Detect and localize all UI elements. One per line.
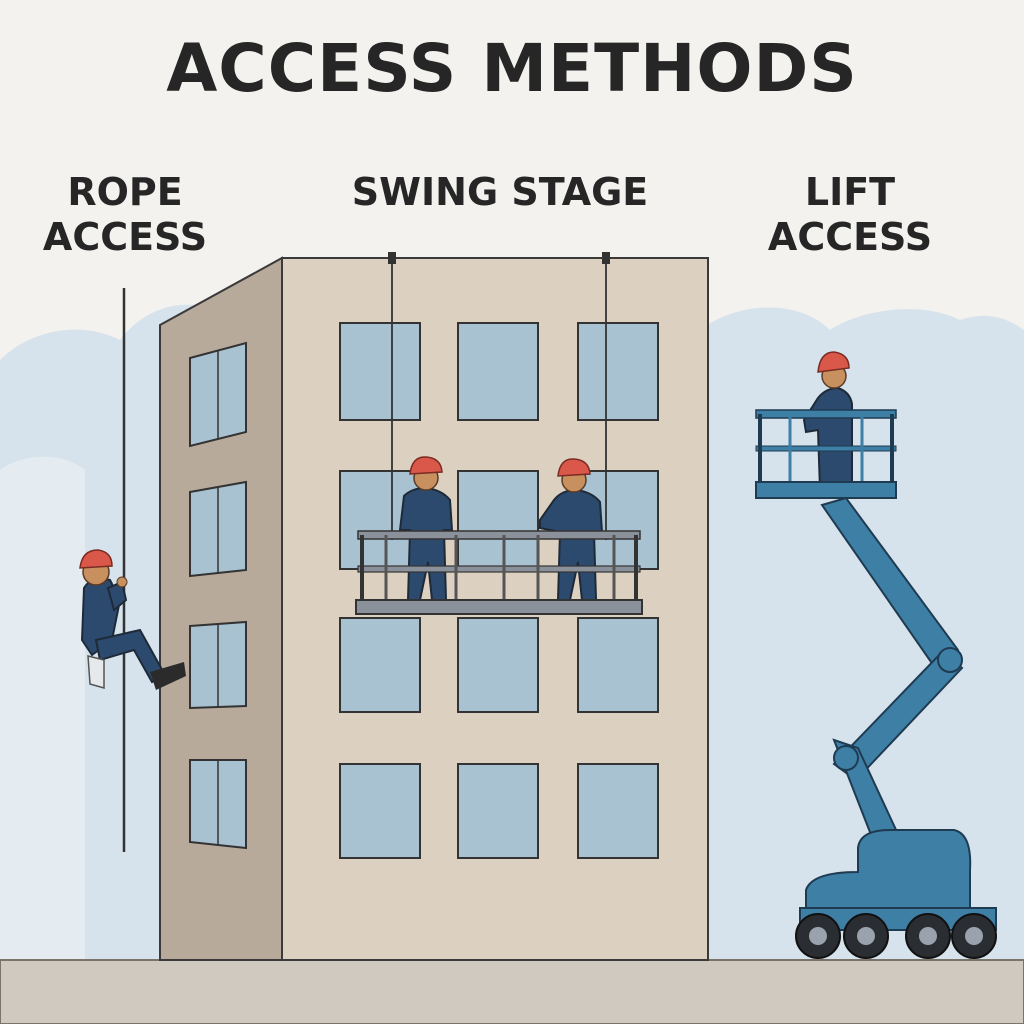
rope-worker [79,549,186,690]
swing-stage-group [355,252,643,615]
boom-lift-icon [755,351,997,959]
lift-access-label-line1: LIFT [804,170,896,214]
lift-wheels [795,913,997,959]
front-window [339,322,421,421]
rope-access-group [79,288,186,852]
hard-hat-icon [557,458,591,477]
hard-hat-icon [409,456,443,475]
front-window [457,617,539,713]
page-title: ACCESS METHODS [166,30,858,107]
front-window [457,322,539,421]
lift-access-label: LIFT ACCESS [740,170,960,260]
lift-chassis [805,829,972,913]
rope-access-label-line1: ROPE [67,170,183,214]
front-window [339,763,421,859]
front-window [339,617,421,713]
swing-stage-label-line1: SWING STAGE [351,170,649,214]
front-window [457,763,539,859]
swing-stage-label: SWING STAGE [320,170,680,215]
ground [0,959,1024,1024]
front-window [577,617,659,713]
front-window [457,470,539,570]
lift-basket [755,409,897,499]
hard-hat-icon [79,549,113,569]
front-window [577,322,659,421]
hard-hat-icon [817,351,850,373]
rope-access-label: ROPE ACCESS [20,170,230,260]
rope-access-label-line2: ACCESS [42,214,208,259]
front-window [577,763,659,859]
lift-access-label-line2: ACCESS [767,214,933,259]
swing-stage-icon [355,530,643,615]
